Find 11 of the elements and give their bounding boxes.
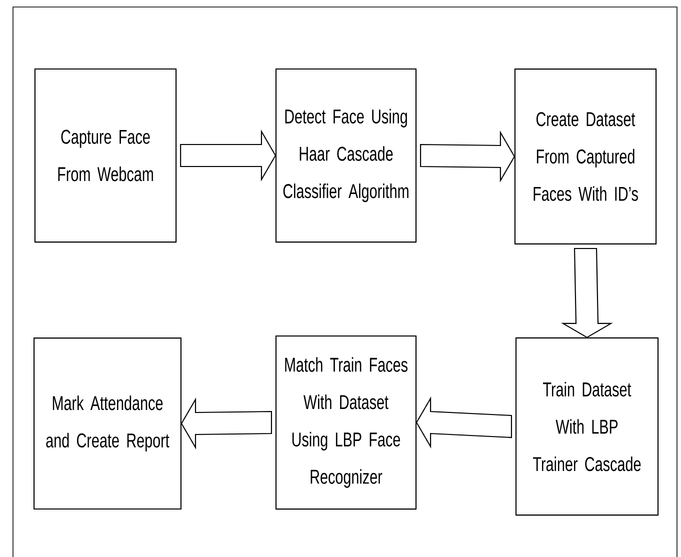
process-box: Detect Face Using Haar Cascade Classifier Algorithm	[275, 68, 417, 243]
process-box: Capture Face From Webcam	[34, 68, 177, 243]
process-box: Match Train Faces With Dataset Using LBP Face Recognizer	[275, 335, 417, 510]
process-box: Train Dataset With LBP Trainer Cascade	[515, 337, 659, 516]
block-arrow	[416, 396, 512, 448]
block-arrow	[420, 130, 516, 182]
process-box: Create Dataset From Captured Faces With ID’s	[514, 68, 657, 244]
block-arrow	[180, 398, 272, 450]
block-arrow	[561, 248, 613, 338]
process-box: Mark Attendance and Create Report	[34, 338, 182, 510]
block-arrow	[180, 130, 276, 182]
